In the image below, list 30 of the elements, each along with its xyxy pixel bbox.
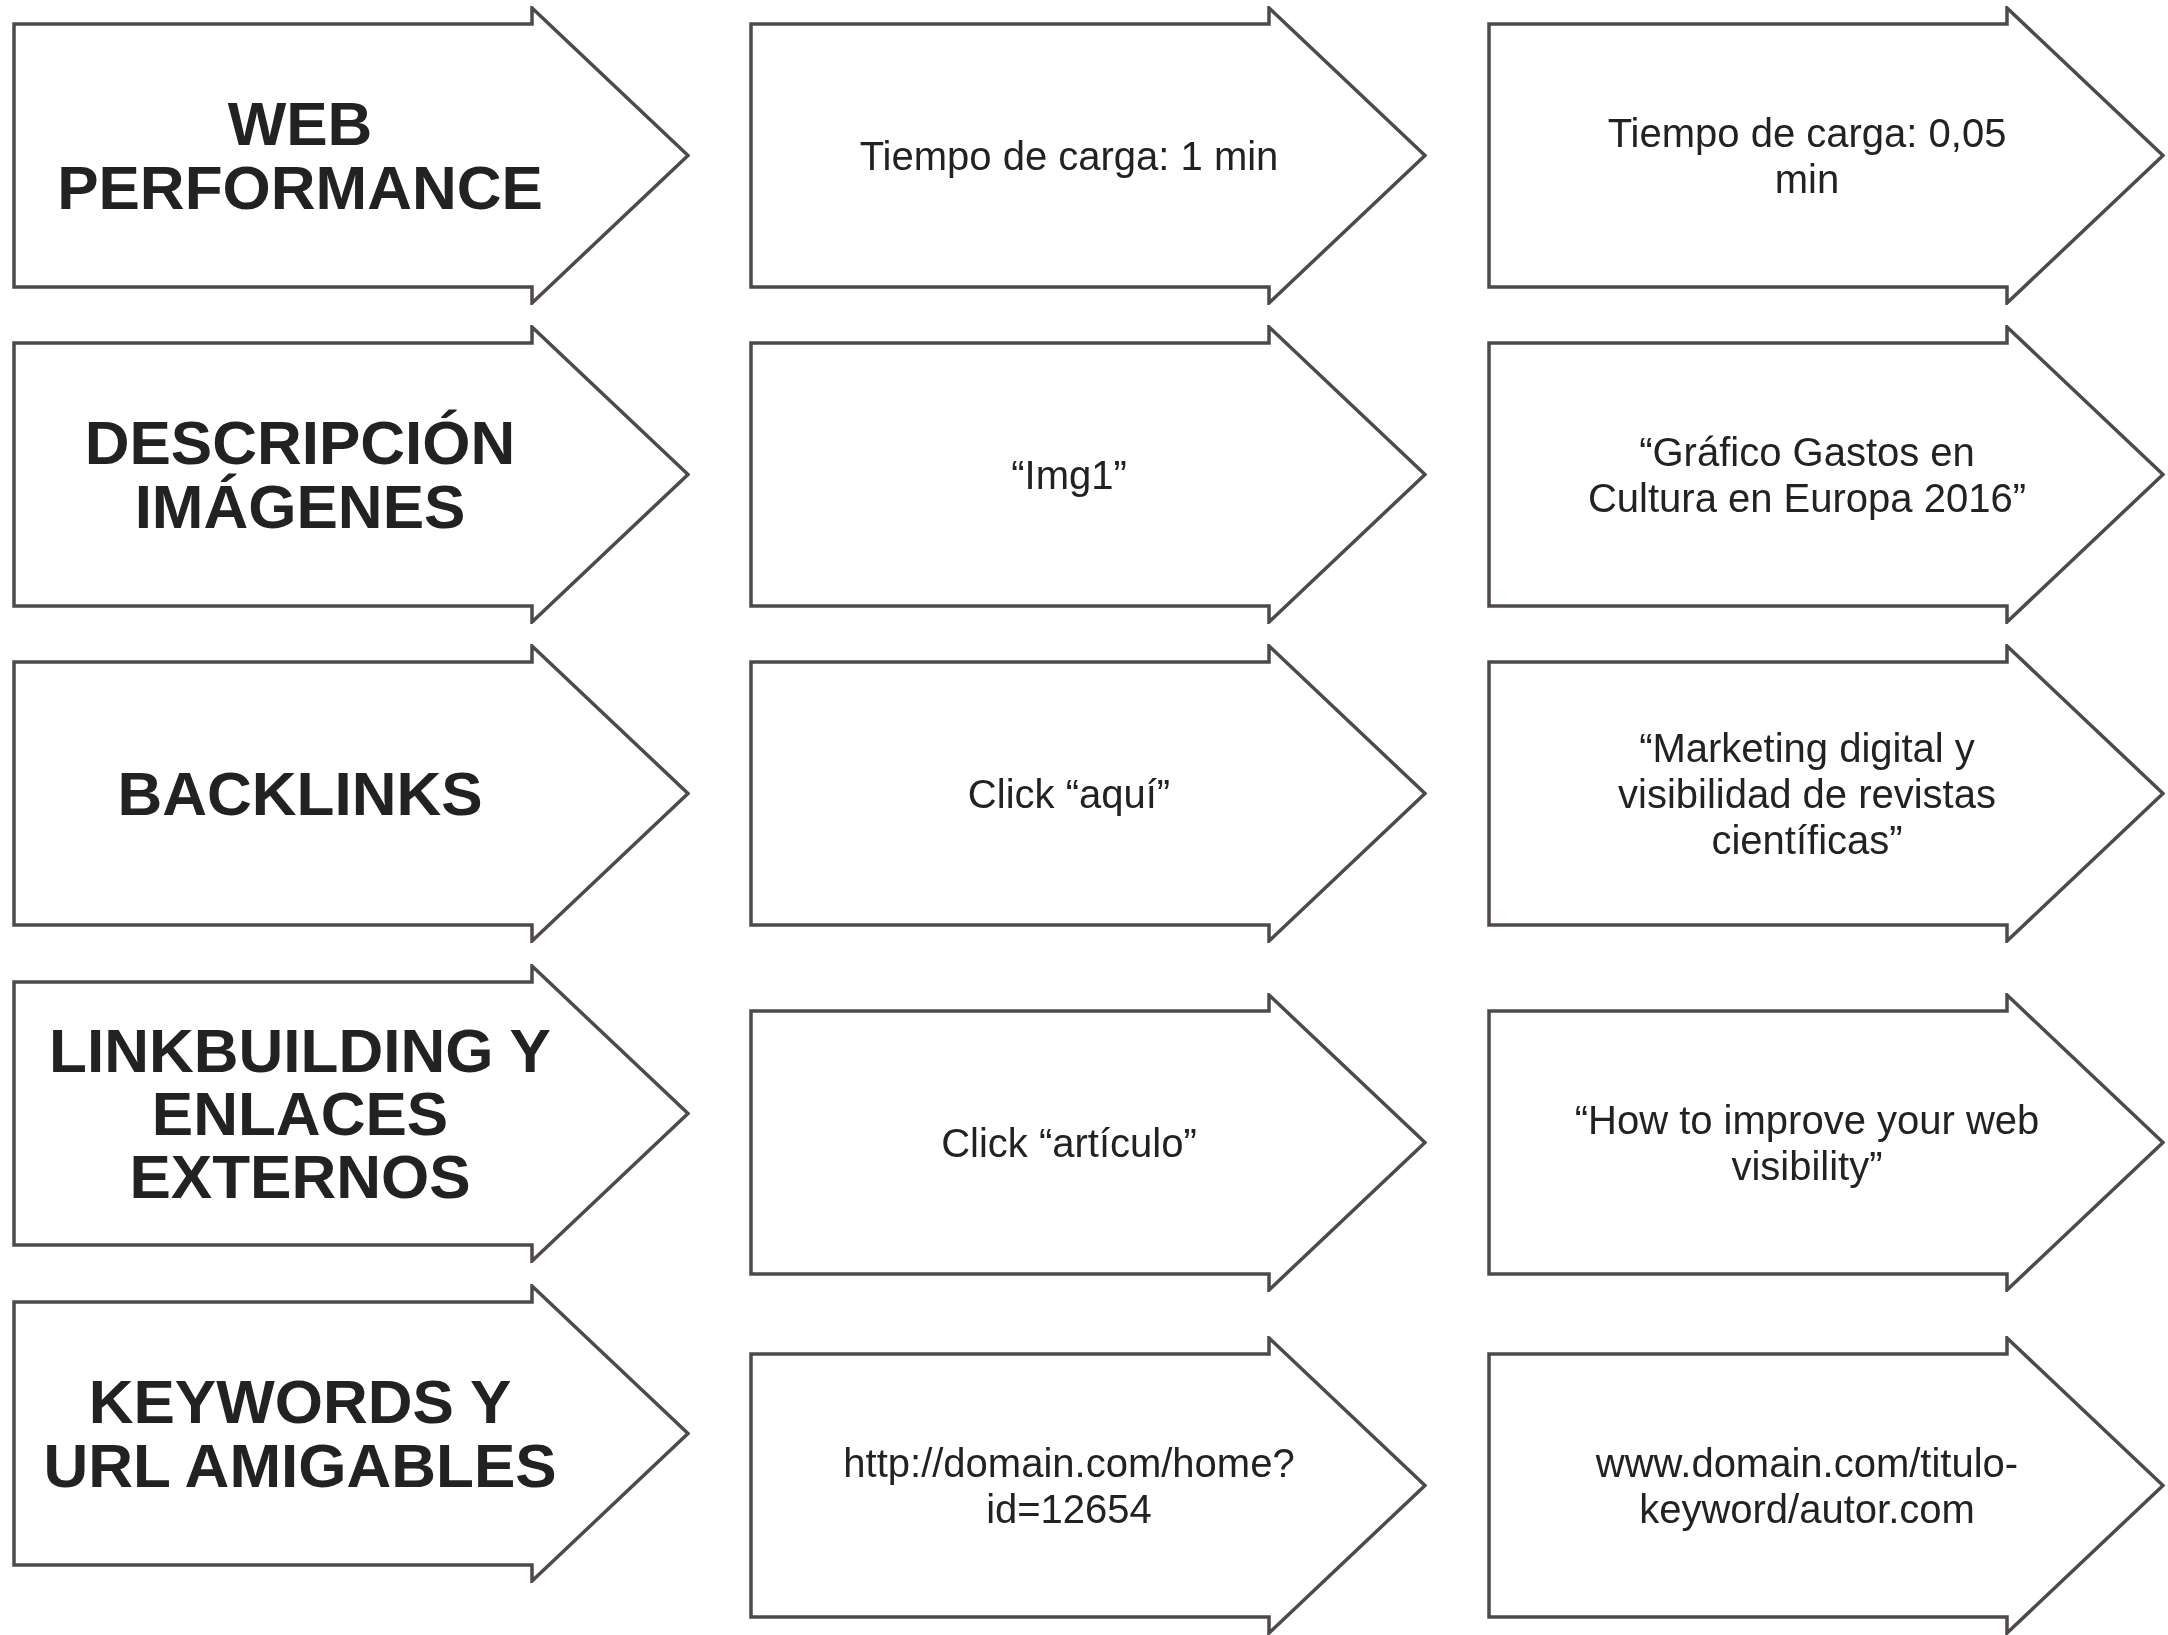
example-text: http://domain.com/home?id=12654 bbox=[842, 1439, 1296, 1532]
arrow-shape bbox=[1487, 644, 2165, 943]
arrow-shape bbox=[749, 644, 1427, 943]
arrow-shape bbox=[12, 644, 690, 943]
example-text: “Img1” bbox=[1011, 451, 1127, 498]
example-text: Click “artículo” bbox=[941, 1119, 1197, 1166]
category-heading: KEYWORDS Y URL AMIGABLES bbox=[42, 1370, 558, 1497]
category-heading: LINKBUILDING Y ENLACES EXTERNOS bbox=[48, 1018, 552, 1209]
arrow-shape bbox=[749, 1336, 1427, 1635]
arrow-shape bbox=[12, 964, 690, 1263]
example-text: Click “aquí” bbox=[967, 770, 1171, 817]
arrow-shape bbox=[1487, 6, 2165, 305]
category-heading: DESCRIPCIÓN IMÁGENES bbox=[83, 411, 517, 538]
arrow-shape bbox=[749, 993, 1427, 1292]
arrow-shape bbox=[12, 6, 690, 305]
example-text: www.domain.com/titulo-keyword/autor.com bbox=[1594, 1439, 2020, 1532]
arrow-shape bbox=[1487, 325, 2165, 624]
arrow-shape bbox=[12, 1284, 690, 1583]
arrow-shape bbox=[749, 6, 1427, 305]
category-heading: BACKLINKS bbox=[117, 761, 483, 826]
example-text: Tiempo de carga: 0,05 min bbox=[1606, 109, 2008, 202]
example-text: “Gráfico Gastos en Cultura en Europa 2016” bbox=[1586, 428, 2028, 521]
example-text: “Marketing digital y visibilidad de revistas científicas” bbox=[1617, 724, 1997, 863]
arrow-shape bbox=[749, 325, 1427, 624]
arrow-shape bbox=[12, 325, 690, 624]
category-heading: WEB PERFORMANCE bbox=[56, 92, 544, 219]
example-text: “How to improve your web visibility” bbox=[1573, 1096, 2041, 1189]
example-text: Tiempo de carga: 1 min bbox=[859, 132, 1279, 179]
arrow-shape bbox=[1487, 993, 2165, 1292]
arrow-shape bbox=[1487, 1336, 2165, 1635]
